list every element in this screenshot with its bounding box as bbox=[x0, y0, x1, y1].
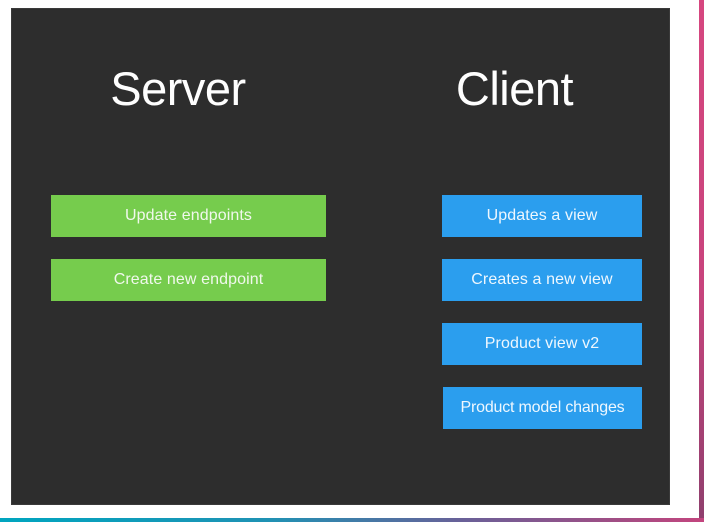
node-label: Creates a new view bbox=[471, 271, 613, 288]
node-label: Product model changes bbox=[460, 399, 625, 416]
node-create-new-endpoint[interactable]: Create new endpoint bbox=[51, 259, 326, 301]
column-client: Client Updates a view Creates a new view… bbox=[364, 9, 669, 504]
accent-edge-right bbox=[699, 0, 704, 522]
column-title-client: Client bbox=[455, 62, 574, 115]
accent-edge-bottom bbox=[0, 518, 704, 522]
node-label: Create new endpoint bbox=[113, 271, 264, 288]
column-server: Server Update endpoints Create new endpo… bbox=[12, 9, 364, 504]
node-updates-a-view[interactable]: Updates a view bbox=[442, 195, 642, 237]
node-creates-a-new-view[interactable]: Creates a new view bbox=[442, 259, 642, 301]
node-update-endpoints[interactable]: Update endpoints bbox=[51, 195, 326, 237]
node-label: Updates a view bbox=[486, 207, 598, 224]
slide-canvas: Server Update endpoints Create new endpo… bbox=[11, 8, 670, 505]
node-product-view-v2[interactable]: Product view v2 bbox=[442, 323, 642, 365]
node-label: Product view v2 bbox=[484, 335, 600, 352]
node-product-model-changes[interactable]: Product model changes bbox=[443, 387, 642, 429]
column-title-server: Server bbox=[110, 62, 246, 115]
node-label: Update endpoints bbox=[124, 207, 253, 224]
